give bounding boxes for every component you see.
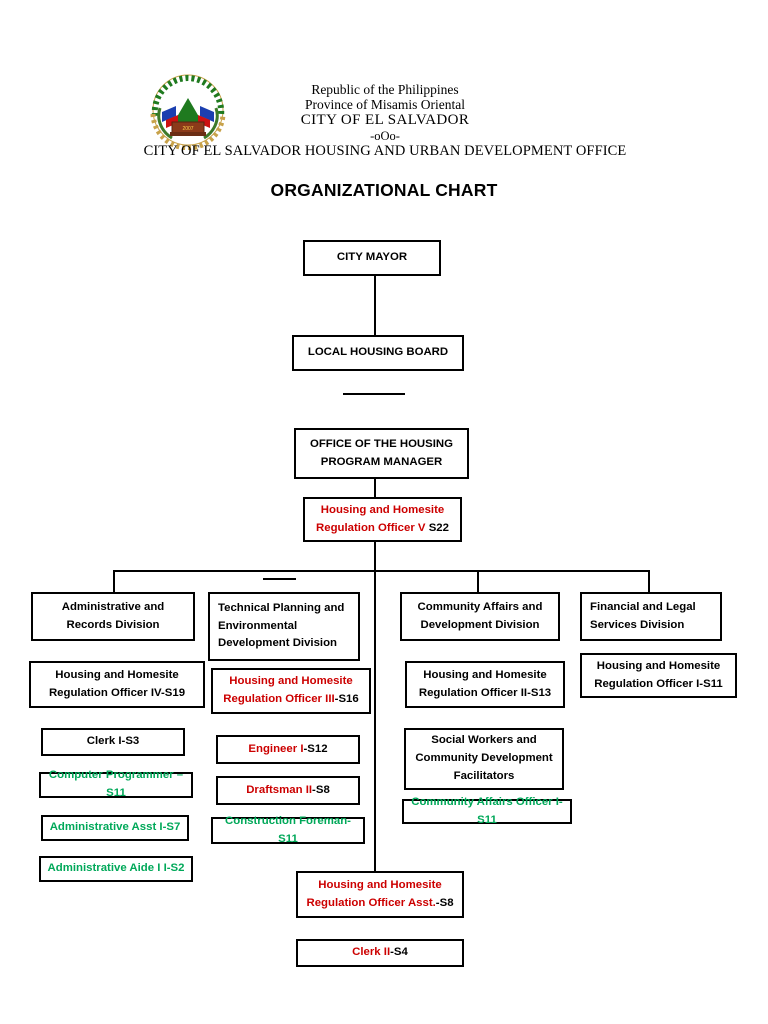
header-text-block: Republic of the Philippines Province of … (120, 82, 650, 159)
node-construction-foreman-label: Construction Foreman-S11 (225, 814, 351, 845)
node-construction-foreman[interactable]: Construction Foreman-S11 (211, 815, 365, 845)
node-computer-programmer-label: Computer Programmer –S11 (48, 769, 184, 799)
node-division-administrative[interactable]: Administrative and Records Division (31, 592, 195, 641)
node-hhro-assistant-line1: Housing and Homesite (318, 878, 442, 891)
node-division-technical-planning-line3: Development Division (218, 637, 337, 650)
connector-division-bus (113, 570, 650, 573)
node-computer-programmer[interactable]: Computer Programmer –S11 (39, 769, 193, 799)
node-division-community-affairs[interactable]: Community Affairs and Development Divisi… (400, 592, 560, 641)
node-hhro-v-grade: S22 (425, 521, 449, 534)
node-hhro-v-line1: Housing and Homesite (320, 503, 445, 516)
header-line-separator: -oOo- (370, 129, 400, 144)
node-engineer-i[interactable]: Engineer I-S12 (216, 735, 360, 764)
node-division-financial-legal[interactable]: Financial and Legal Services Division (580, 592, 722, 641)
node-hhro-iv-line2: Regulation Officer IV-S19 (48, 686, 186, 699)
node-clerk-ii[interactable]: Clerk II-S4 (296, 939, 464, 967)
node-housing-program-manager-line2: PROGRAM MANAGER (320, 455, 443, 468)
node-hhro-iii-line1: Housing and Homesite (229, 675, 353, 688)
node-hhro-assistant-grade: -S8 (435, 896, 454, 909)
node-community-affairs-officer-i[interactable]: Community Affairs Officer I-S11 (402, 796, 572, 826)
node-hhro-iii-title: Regulation Officer III (223, 693, 335, 705)
node-social-workers-line1: Social Workers and (431, 734, 537, 747)
svg-text:2007: 2007 (182, 126, 193, 132)
node-housing-program-manager[interactable]: OFFICE OF THE HOUSING PROGRAM MANAGER (294, 428, 469, 479)
node-city-mayor-label: CITY MAYOR (336, 251, 408, 264)
node-hhro-v-title: Regulation Officer V (316, 521, 426, 534)
node-draftsman-ii[interactable]: Draftsman II-S8 (216, 776, 360, 805)
node-division-technical-planning[interactable]: Technical Planning and Environmental Dev… (208, 592, 360, 661)
connector-bus-to-community-division (477, 570, 480, 592)
node-division-administrative-line2: Records Division (66, 618, 160, 631)
node-social-workers-line3: Facilitators (453, 769, 515, 782)
node-division-financial-legal-line2: Services Division (590, 618, 685, 631)
node-social-workers[interactable]: Social Workers and Community Development… (404, 728, 564, 790)
node-hhro-iv[interactable]: Housing and Homesite Regulation Officer … (29, 661, 205, 708)
node-clerk-i[interactable]: Clerk I-S3 (41, 728, 185, 756)
node-division-administrative-line1: Administrative and (61, 600, 165, 613)
node-community-affairs-officer-i-label: Community Affairs Officer I-S11 (411, 795, 563, 826)
document-header: 2007 Republic of the Philippines Provinc… (0, 0, 768, 175)
node-hhro-iii-grade: -S16 (334, 693, 359, 705)
connector-manager-to-hhro-v (374, 478, 377, 498)
node-hhro-i-line1: Housing and Homesite (596, 659, 721, 672)
node-draftsman-ii-title: Draftsman II (246, 783, 313, 796)
node-hhro-ii-line2: Regulation Officer II-S13 (418, 686, 552, 699)
connector-central-spine (374, 541, 377, 871)
node-administrative-assistant-i-label: Administrative Asst I-S7 (49, 821, 181, 834)
node-administrative-assistant-i[interactable]: Administrative Asst I-S7 (41, 815, 189, 841)
connector-bus-to-admin-division (113, 570, 116, 592)
node-social-workers-line2: Community Development (415, 752, 553, 765)
node-administrative-aide-ii-label: Administrative Aide I I-S2 (47, 862, 185, 875)
node-hhro-ii[interactable]: Housing and Homesite Regulation Officer … (405, 661, 565, 708)
node-hhro-iv-line1: Housing and Homesite (55, 668, 179, 681)
node-hhro-assistant-title: Regulation Officer Asst. (306, 896, 436, 909)
node-division-community-affairs-line1: Community Affairs and (417, 600, 543, 613)
node-hhro-v[interactable]: Housing and Homesite Regulation Officer … (303, 497, 462, 542)
node-local-housing-board[interactable]: LOCAL HOUSING BOARD (292, 335, 464, 371)
node-local-housing-board-label: LOCAL HOUSING BOARD (307, 346, 449, 359)
header-line-office: CITY OF EL SALVADOR HOUSING AND URBAN DE… (143, 143, 627, 160)
connector-mayor-to-board (374, 275, 377, 335)
header-line-city: CITY OF EL SALVADOR (300, 112, 470, 129)
node-city-mayor[interactable]: CITY MAYOR (303, 240, 441, 276)
city-seal-icon: 2007 (142, 72, 234, 151)
node-hhro-i-line2: Regulation Officer I-S11 (594, 677, 723, 690)
node-division-community-affairs-line2: Development Division (420, 618, 540, 631)
node-division-technical-planning-line1: Technical Planning and (218, 601, 345, 614)
node-hhro-ii-line1: Housing and Homesite (423, 668, 547, 681)
node-housing-program-manager-line1: OFFICE OF THE HOUSING (309, 437, 454, 450)
node-division-financial-legal-line1: Financial and Legal (590, 600, 696, 613)
node-clerk-i-label: Clerk I-S3 (86, 735, 140, 748)
node-hhro-i[interactable]: Housing and Homesite Regulation Officer … (580, 653, 737, 698)
page-title: ORGANIZATIONAL CHART (270, 180, 498, 200)
header-line-republic: Republic of the Philippines (311, 82, 459, 97)
node-clerk-ii-grade: -S4 (390, 946, 408, 959)
node-division-technical-planning-line2: Environmental (218, 619, 298, 632)
node-engineer-i-title: Engineer I (248, 742, 304, 755)
header-line-province: Province of Misamis Oriental (304, 97, 466, 113)
connector-stub-below-board (343, 393, 405, 396)
node-clerk-ii-title: Clerk II (352, 946, 391, 959)
node-administrative-aide-ii[interactable]: Administrative Aide I I-S2 (39, 856, 193, 882)
node-draftsman-ii-grade: -S8 (312, 783, 330, 796)
node-hhro-iii[interactable]: Housing and Homesite Regulation Officer … (211, 668, 371, 714)
node-engineer-i-grade: -S12 (303, 742, 328, 755)
node-hhro-assistant[interactable]: Housing and Homesite Regulation Officer … (296, 871, 464, 918)
connector-bus-to-financial-division (648, 570, 651, 592)
connector-stub-above-technical (263, 578, 296, 581)
